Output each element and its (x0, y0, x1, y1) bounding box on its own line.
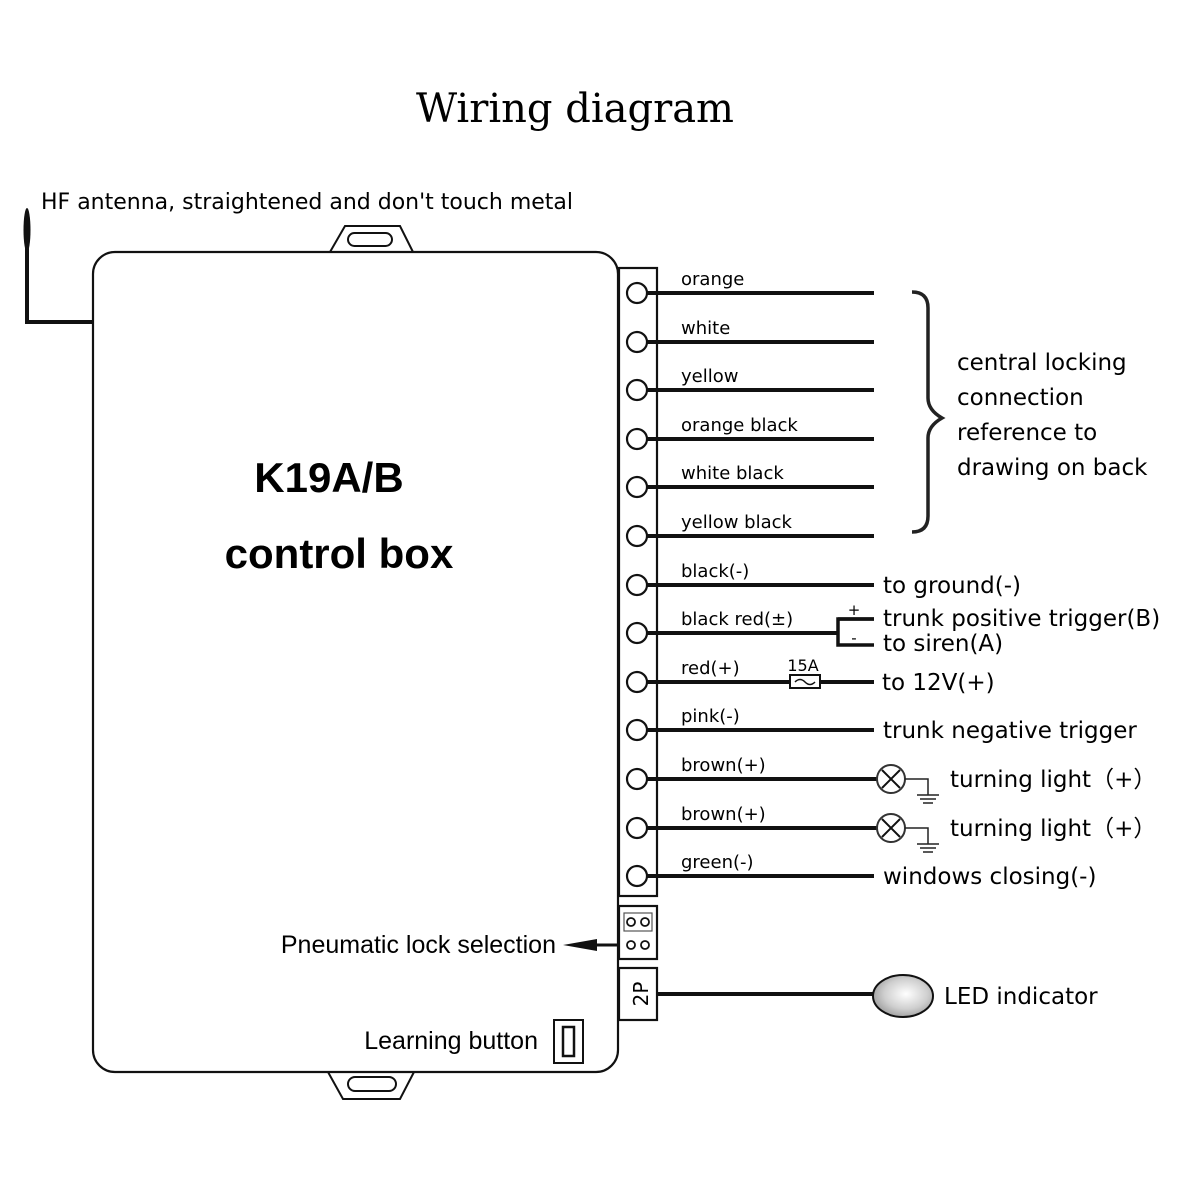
wire-color-label: green(-) (681, 852, 754, 873)
fuse-symbol (794, 678, 816, 686)
wire-color-label: black(-) (681, 561, 749, 582)
diagram-title: Wiring diagram (416, 86, 734, 132)
mount-tab-top (329, 225, 414, 253)
fuse-rating: 15A (787, 656, 818, 675)
central-locking-note-1: central locking (957, 350, 1127, 376)
connector-2p-label: 2P (629, 982, 653, 1007)
terminal-screw[interactable] (625, 378, 649, 402)
antenna-label: HF antenna, straightened and don't touch… (41, 190, 573, 215)
terminal-screw[interactable] (625, 816, 649, 840)
led-indicator-icon (872, 974, 934, 1018)
terminal-screw[interactable] (625, 475, 649, 499)
wire-destination: turning light（+） (950, 767, 1156, 793)
wire-color-label: pink(-) (681, 706, 740, 727)
wire-color-label: yellow (681, 366, 738, 387)
connector-2p[interactable]: 2P (617, 966, 659, 1022)
wire-color-label: white (681, 318, 730, 339)
minus-sign: - (851, 629, 856, 647)
wire-color-label: red(+) (681, 658, 740, 679)
terminal-screw[interactable] (625, 524, 649, 548)
pneumatic-jumper[interactable] (617, 904, 659, 961)
wire-destination: trunk negative trigger (883, 718, 1137, 744)
terminal-screw[interactable] (625, 718, 649, 742)
lamp-cross (881, 818, 901, 838)
wire-color-label: black red(±) (681, 609, 793, 630)
brace-icon (911, 290, 946, 534)
terminal-screw[interactable] (625, 670, 649, 694)
wire-destination: windows closing(-) (883, 864, 1096, 890)
wire-color-label: brown(+) (681, 755, 766, 776)
learning-button-label: Learning button (364, 1027, 538, 1055)
learning-button[interactable] (553, 1019, 584, 1064)
ground-icon (905, 778, 939, 804)
central-locking-note-4: drawing on back (957, 455, 1148, 481)
central-locking-note-3: reference to (957, 420, 1097, 446)
wire-destination: turning light（+） (950, 816, 1156, 842)
antenna-icon (23, 208, 93, 324)
arrow-left-icon (563, 939, 619, 951)
wire-color-label: orange (681, 269, 744, 290)
plus-sign: + (848, 601, 861, 619)
terminal-screw[interactable] (625, 281, 649, 305)
wire-color-label: yellow black (681, 512, 793, 533)
wire-destination-minus: to siren(A) (883, 631, 1003, 657)
central-locking-note-2: connection (957, 385, 1084, 411)
wire-color-label: orange black (681, 415, 798, 436)
control-box-model: K19A/B (254, 454, 403, 501)
wire-destination: to 12V(+) (882, 670, 995, 696)
control-box-name: control box (225, 530, 454, 577)
pneumatic-lock-label: Pneumatic lock selection (281, 931, 556, 959)
terminal-screw[interactable] (625, 767, 649, 791)
wire-color-label: white black (681, 463, 784, 484)
led-indicator-label: LED indicator (944, 984, 1098, 1010)
wire-destination-plus: trunk positive trigger(B) (883, 606, 1160, 632)
wire-destination: to ground(-) (883, 573, 1021, 599)
terminal-screw[interactable] (625, 864, 649, 888)
terminal-screw[interactable] (625, 573, 649, 597)
terminal-screw[interactable] (625, 621, 649, 645)
lamp-cross (881, 769, 901, 789)
terminal-screw[interactable] (625, 427, 649, 451)
ground-icon (905, 827, 939, 853)
mount-tab-bottom (327, 1071, 415, 1100)
wire-color-label: brown(+) (681, 804, 766, 825)
terminal-screw[interactable] (625, 330, 649, 354)
